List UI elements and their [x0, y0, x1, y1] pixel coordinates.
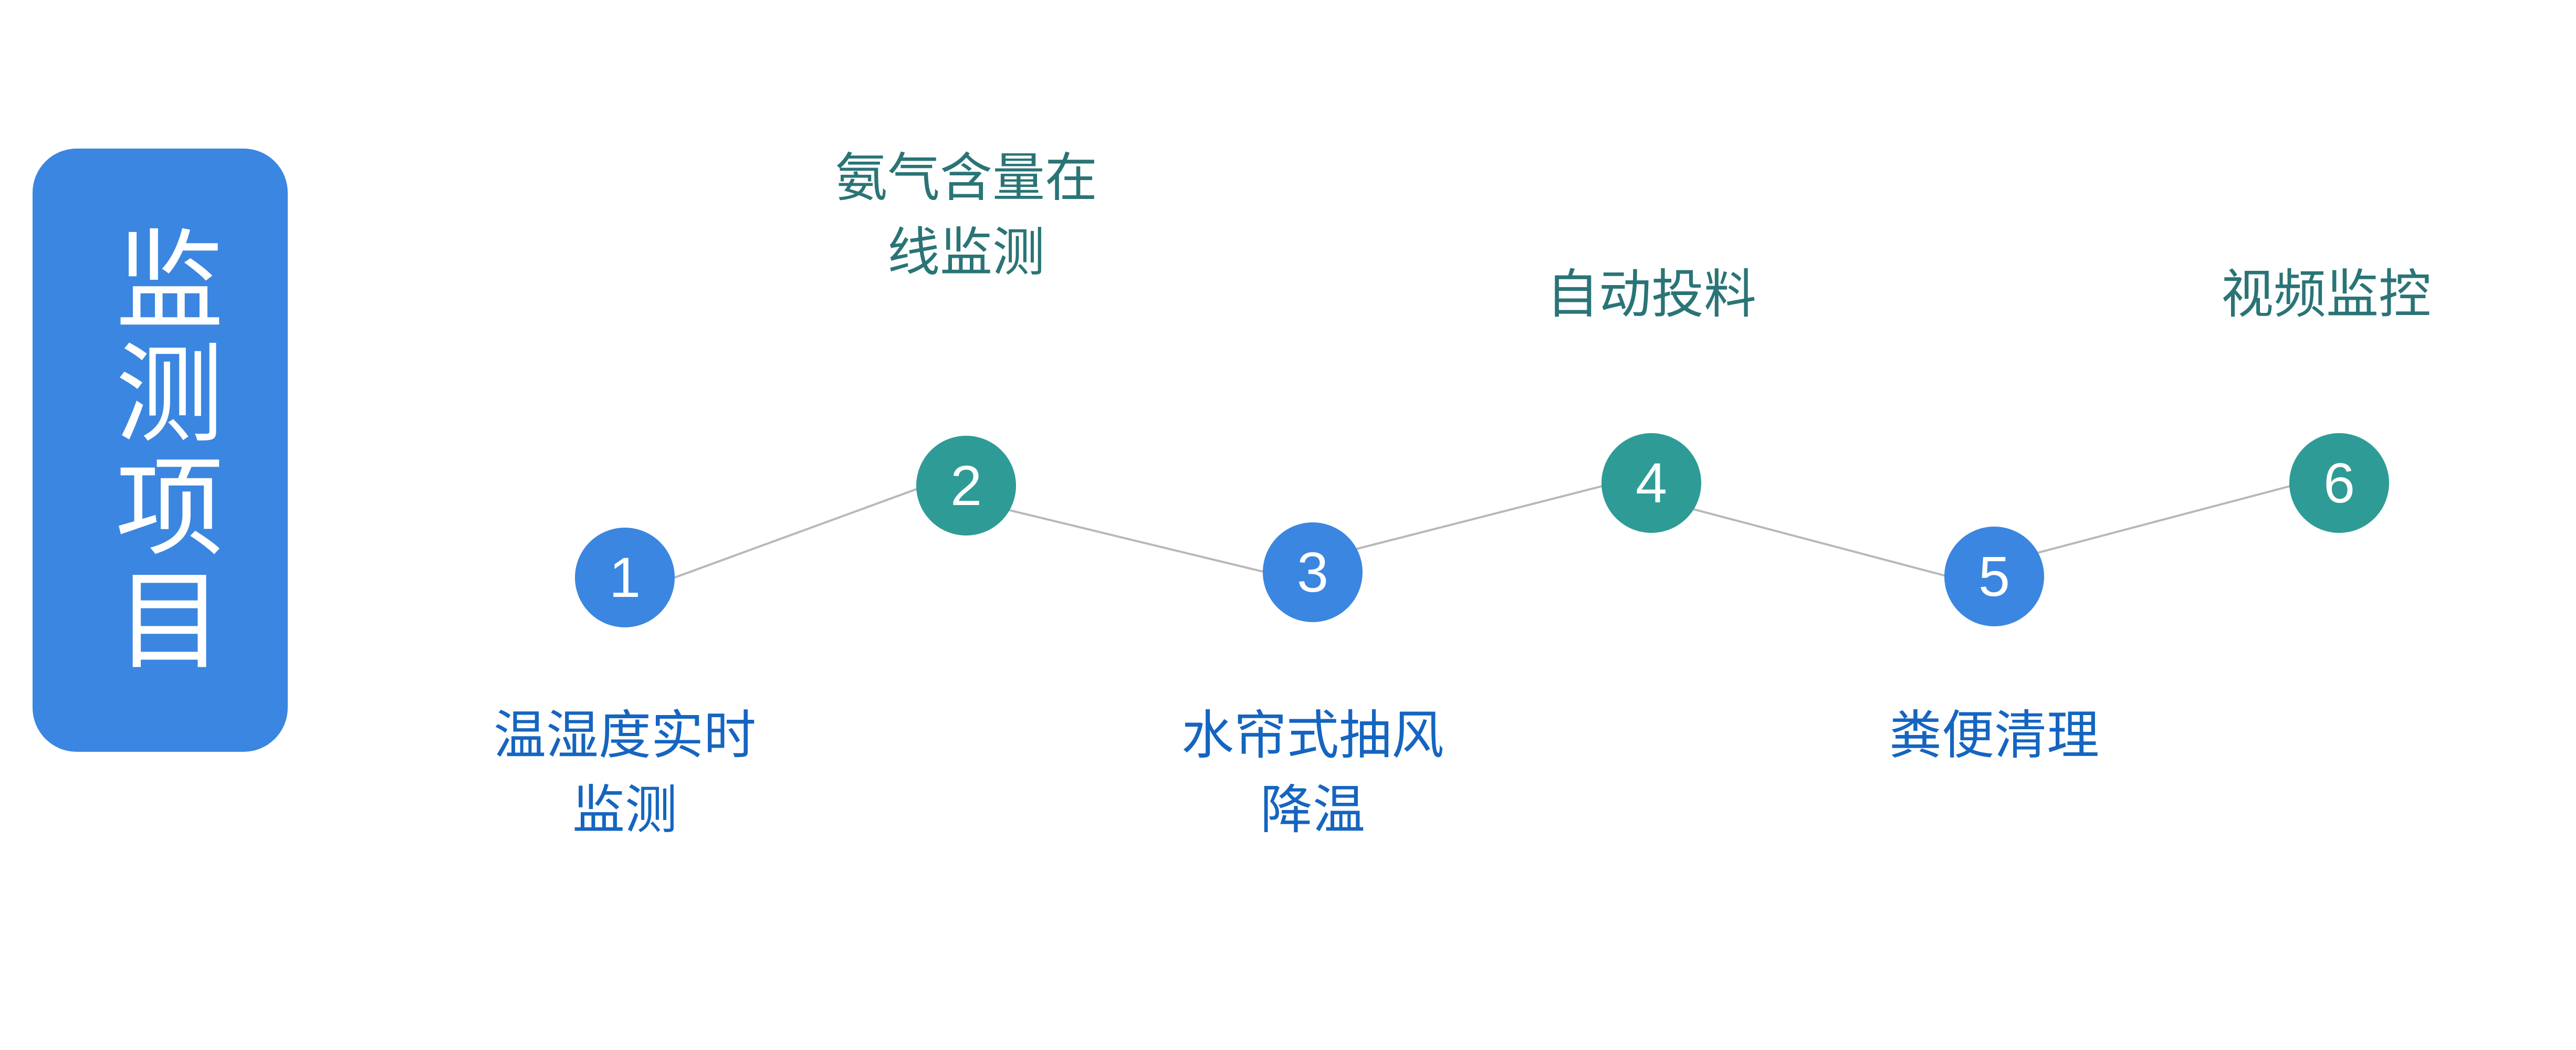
step-node-6[interactable]: 6 [2289, 433, 2389, 533]
step-label-4: 自动投料 [1546, 265, 1756, 324]
step-node-4[interactable]: 4 [1601, 433, 1701, 533]
step-node-number: 1 [609, 545, 641, 609]
step-node-number: 3 [1296, 540, 1329, 604]
step-node-1[interactable]: 1 [575, 528, 675, 627]
step-label-3: 水帘式抽风 降温 [1181, 706, 1444, 839]
step-node-number: 2 [950, 454, 982, 517]
connector-line [674, 484, 2292, 579]
step-node-3[interactable]: 3 [1263, 522, 1363, 622]
step-node-number: 5 [1978, 544, 2010, 608]
step-node-number: 4 [1635, 451, 1668, 514]
step-node-5[interactable]: 5 [1944, 527, 2044, 626]
step-node-2[interactable]: 2 [916, 436, 1016, 536]
step-label-6: 视频监控 [2221, 265, 2431, 324]
step-label-1: 温湿度实时 监测 [494, 706, 756, 839]
step-label-2: 氨气含量在 线监测 [835, 149, 1097, 282]
category-badge-label: 监测项目 [100, 223, 221, 677]
category-badge: 监测项目 [33, 149, 288, 752]
step-node-number: 6 [2323, 451, 2355, 514]
step-label-5: 粪便清理 [1889, 706, 2099, 765]
